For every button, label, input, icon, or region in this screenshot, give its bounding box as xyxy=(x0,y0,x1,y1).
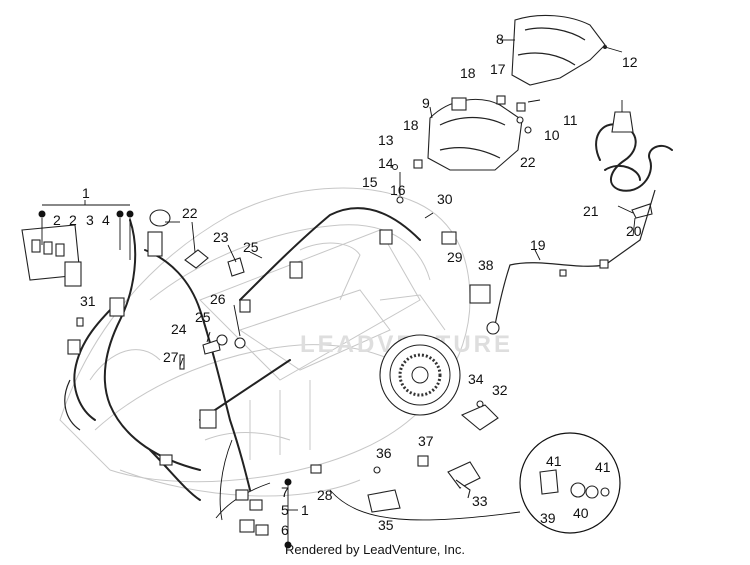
callout-13: 13 xyxy=(378,132,394,148)
callout-37: 37 xyxy=(418,433,434,449)
callout-19: 19 xyxy=(530,237,546,253)
part-29-connector xyxy=(441,231,457,245)
callout-10: 10 xyxy=(544,127,560,143)
flywheel-fan xyxy=(379,334,461,416)
callout-40: 40 xyxy=(573,505,589,521)
callout-3: 3 xyxy=(86,212,94,228)
callout-2b: 2 xyxy=(69,212,77,228)
part-25-grommet xyxy=(216,334,228,346)
part-23-bracket xyxy=(227,257,245,277)
callout-29: 29 xyxy=(447,249,463,265)
callouts: 1 2 2 3 4 1 5 6 7 8 9 10 11 12 13 14 15 … xyxy=(53,31,642,538)
part-21-coiled-hose xyxy=(595,100,673,192)
part-38-module xyxy=(469,284,491,304)
callout-1-top: 1 xyxy=(82,185,90,201)
callout-18b: 18 xyxy=(403,117,419,133)
footer-credit: Rendered by LeadVenture, Inc. xyxy=(285,542,465,557)
detail-circle-39 xyxy=(329,432,621,534)
callout-28: 28 xyxy=(317,487,333,503)
part-28-clip xyxy=(310,464,322,474)
part-30-pin xyxy=(424,212,434,219)
callout-14: 14 xyxy=(378,155,394,171)
callout-36: 36 xyxy=(376,445,392,461)
callout-41a: 41 xyxy=(546,453,562,469)
callout-12: 12 xyxy=(622,54,638,70)
callout-4: 4 xyxy=(102,212,110,228)
part-1-relay-group xyxy=(215,439,298,549)
callout-34: 34 xyxy=(468,371,484,387)
parts-14-16-hardware xyxy=(391,163,404,204)
callout-22a: 22 xyxy=(182,205,198,221)
callout-25a: 25 xyxy=(243,239,259,255)
callout-35: 35 xyxy=(378,517,394,533)
part-32-bracket xyxy=(460,400,499,431)
callout-7: 7 xyxy=(281,484,289,500)
callout-11: 11 xyxy=(563,112,578,128)
leader-lines xyxy=(165,39,636,367)
callout-2a: 2 xyxy=(53,212,61,228)
callout-33: 33 xyxy=(472,493,488,509)
callout-30: 30 xyxy=(437,191,453,207)
part-36-fastener xyxy=(373,466,381,474)
callout-8: 8 xyxy=(496,31,504,47)
callout-27: 27 xyxy=(163,349,179,365)
part-33-bracket xyxy=(447,461,481,499)
part-20-clip xyxy=(631,203,653,219)
callout-16: 16 xyxy=(390,182,406,198)
callout-5: 5 xyxy=(281,502,289,518)
part-26-grommet xyxy=(234,337,246,349)
main-wiring-harness xyxy=(64,207,421,501)
part-31-clip xyxy=(76,317,84,327)
part-27-tie xyxy=(179,354,185,370)
part-22-clips xyxy=(149,209,209,269)
callout-26: 26 xyxy=(210,291,226,307)
callout-41b: 41 xyxy=(595,459,611,475)
callout-17: 17 xyxy=(490,61,506,77)
tank-hardware xyxy=(413,95,541,169)
callout-6: 6 xyxy=(281,522,289,538)
part-9-tank-lower xyxy=(427,97,523,171)
callout-24: 24 xyxy=(171,321,187,337)
callout-22b: 22 xyxy=(520,154,536,170)
callout-31: 31 xyxy=(80,293,96,309)
callout-18a: 18 xyxy=(460,65,476,81)
callout-32: 32 xyxy=(492,382,508,398)
part-24-bracket xyxy=(202,339,221,355)
callout-25b: 25 xyxy=(195,309,211,325)
part-8-tank-upper xyxy=(511,14,606,86)
part-19-cable xyxy=(486,189,656,335)
part-37-connector xyxy=(417,455,429,467)
part-35-bracket xyxy=(367,489,401,513)
part-12-screw xyxy=(603,45,623,53)
callout-9: 9 xyxy=(422,95,430,111)
callout-39: 39 xyxy=(540,510,556,526)
callout-38: 38 xyxy=(478,257,494,273)
callout-21: 21 xyxy=(583,203,599,219)
callout-1-bottom: 1 xyxy=(301,502,309,518)
callout-15: 15 xyxy=(362,174,378,190)
callout-20: 20 xyxy=(626,223,642,239)
part-1-fuse-group xyxy=(21,200,134,287)
callout-23: 23 xyxy=(213,229,229,245)
